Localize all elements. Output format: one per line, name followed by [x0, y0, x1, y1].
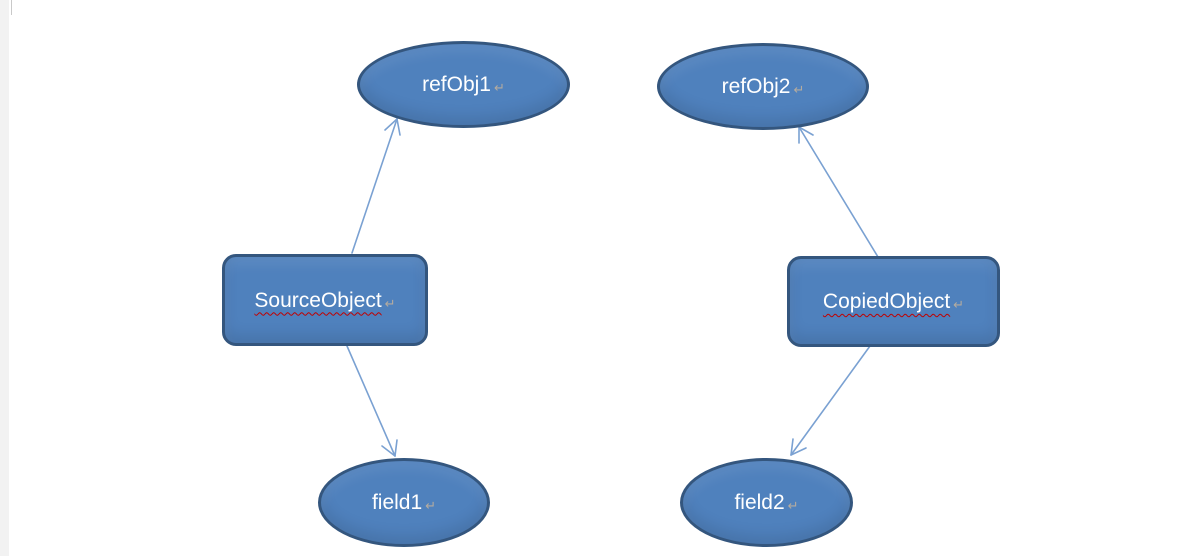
- node-refobj2-label: refObj2: [721, 75, 791, 98]
- node-copiedobject[interactable]: CopiedObject ↵: [787, 256, 1000, 347]
- arrow-line: [351, 118, 398, 254]
- arrow-head-icon: [798, 126, 814, 144]
- node-refobj1-label: refObj1: [422, 73, 491, 96]
- node-refobj2[interactable]: refObj2 ↵: [657, 43, 869, 130]
- node-copiedobject-label: CopiedObject: [822, 290, 951, 313]
- arrow-sourceobject-to-refobj1[interactable]: [351, 118, 401, 254]
- node-refobj1[interactable]: refObj1 ↵: [357, 41, 570, 128]
- page-margin-strip: [0, 0, 9, 556]
- node-sourceobject-label: SourceObject: [254, 288, 382, 312]
- node-field1-label: field1: [371, 491, 423, 514]
- line-break-mark: ↵: [953, 297, 965, 312]
- arrow-head-icon: [384, 118, 401, 136]
- arrow-copiedobject-to-refobj2[interactable]: [798, 126, 879, 258]
- arrow-line: [798, 126, 879, 258]
- arrow-sourceobject-to-field1[interactable]: [346, 345, 398, 457]
- line-break-mark: ↵: [384, 295, 396, 311]
- caret-mark: [11, 0, 12, 15]
- line-break-mark: ↵: [787, 498, 799, 513]
- line-break-mark: ↵: [493, 80, 505, 95]
- node-field1[interactable]: field1 ↵: [318, 458, 490, 547]
- line-break-mark: ↵: [425, 498, 437, 513]
- arrow-copiedobject-to-field2[interactable]: [790, 345, 871, 456]
- arrow-line: [346, 345, 396, 457]
- arrow-head-icon: [790, 438, 807, 456]
- line-break-mark: ↵: [793, 82, 805, 97]
- node-sourceobject[interactable]: SourceObject ↵: [222, 254, 428, 346]
- arrow-line: [790, 345, 871, 456]
- arrow-head-icon: [381, 439, 398, 457]
- node-field2-label: field2: [734, 491, 785, 514]
- node-field2[interactable]: field2 ↵: [680, 458, 853, 547]
